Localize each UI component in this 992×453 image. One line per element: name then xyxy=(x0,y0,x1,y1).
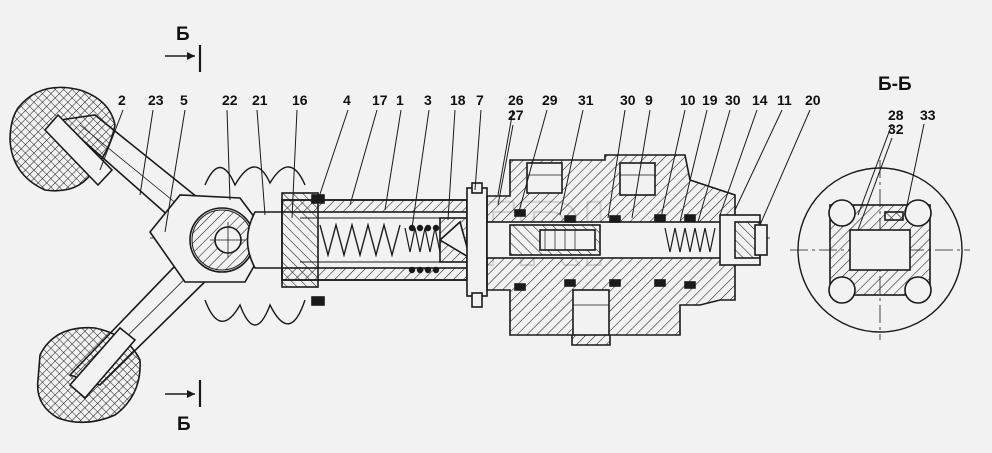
o-rings xyxy=(514,209,696,291)
callout-label: 1 xyxy=(396,92,404,108)
callout-leader xyxy=(659,109,686,223)
callout-label: 29 xyxy=(542,92,558,108)
bolt-br xyxy=(904,276,932,304)
view-callout-label: 33 xyxy=(920,107,936,123)
bolt-tr xyxy=(904,199,932,227)
section-mark-top: Б xyxy=(165,24,202,72)
callout-label: 30 xyxy=(620,92,636,108)
callout-label: 11 xyxy=(777,92,792,108)
nut xyxy=(281,192,319,288)
rubber-boot-top xyxy=(204,166,306,187)
callout-label: 31 xyxy=(578,92,594,108)
callout-leader xyxy=(734,109,783,211)
callout-label: 21 xyxy=(252,92,268,108)
cone-valve xyxy=(438,220,472,260)
view-callout-leader xyxy=(857,123,893,216)
callout-leader xyxy=(697,109,731,223)
spring-inner xyxy=(404,227,441,253)
fitting-20 xyxy=(754,224,768,256)
bolt-bl xyxy=(828,276,856,304)
section-view: Б-Б xyxy=(790,74,970,340)
view-callout-leader xyxy=(857,137,893,231)
knob-upper-insert xyxy=(43,113,114,187)
callout-label: 10 xyxy=(680,92,696,108)
check-spring xyxy=(664,227,716,253)
callout-leader xyxy=(349,109,378,206)
callout-leader xyxy=(164,109,186,233)
callout-label: 2 xyxy=(118,92,126,108)
svg-text:Б: Б xyxy=(176,24,190,45)
bolt-tl xyxy=(828,199,856,227)
callout-leader xyxy=(256,109,266,216)
callout-leader xyxy=(759,109,811,226)
callout-leader xyxy=(226,109,231,201)
knob-lower-insert xyxy=(68,326,137,400)
housing-body xyxy=(246,182,488,308)
svg-text:Б: Б xyxy=(177,414,191,435)
top-port-left xyxy=(526,162,563,194)
callout-leader xyxy=(474,109,482,191)
callout-label: 19 xyxy=(702,92,718,108)
rubber-boot-bottom xyxy=(204,299,306,326)
callout-label: 5 xyxy=(180,92,188,108)
callout-label: 18 xyxy=(450,92,466,108)
callout-leader xyxy=(497,124,514,206)
callout-leader xyxy=(497,109,514,196)
callout-leader xyxy=(679,109,708,223)
callout-label: 23 xyxy=(148,92,164,108)
view-callout-label: 28 xyxy=(888,107,904,123)
callout-leader xyxy=(559,109,584,216)
callout-label: 7 xyxy=(476,92,484,108)
callout-leader xyxy=(517,109,548,216)
callout-label: 4 xyxy=(343,92,351,108)
valve-block xyxy=(486,154,768,346)
callout-label: 3 xyxy=(424,92,432,108)
view-callout-label: 32 xyxy=(888,121,904,137)
callout-label: 26 xyxy=(508,92,524,108)
callout-leader xyxy=(719,109,758,216)
callout-leader xyxy=(139,109,154,196)
callout-label: 20 xyxy=(805,92,821,108)
svg-text:Б-Б: Б-Б xyxy=(878,74,912,95)
callout-leader xyxy=(291,109,298,219)
callout-label: 9 xyxy=(645,92,653,108)
spring-main xyxy=(319,222,401,258)
callout-leader xyxy=(384,109,402,211)
bottom-port xyxy=(572,289,610,336)
top-port-right xyxy=(619,162,656,196)
callout-leader xyxy=(411,109,430,229)
section-mark-bottom: Б xyxy=(165,380,202,435)
callout-label: 30 xyxy=(725,92,741,108)
callout-label: 14 xyxy=(752,92,768,108)
callout-label: 27 xyxy=(508,107,524,123)
coil-sections xyxy=(408,224,440,274)
callout-leader xyxy=(631,109,651,219)
callout-label: 17 xyxy=(372,92,388,108)
callout-label: 16 xyxy=(292,92,308,108)
callout-leader xyxy=(607,109,626,219)
callout-label: 22 xyxy=(222,92,238,108)
callout-leader xyxy=(317,109,349,201)
mounting-flange xyxy=(466,187,488,297)
view-callout-leader xyxy=(904,123,925,216)
lever-assembly xyxy=(9,86,271,424)
callout-leader xyxy=(447,109,456,221)
callout-leader xyxy=(99,109,124,171)
